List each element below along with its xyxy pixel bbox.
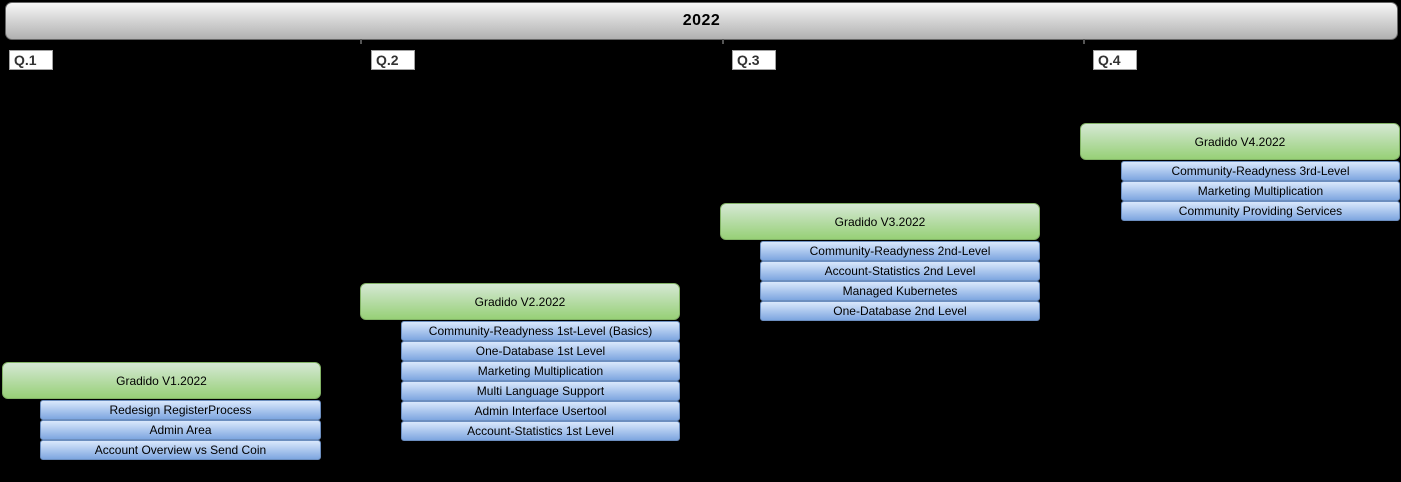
feature-label: Community Providing Services bbox=[1178, 204, 1343, 218]
feature-box: Marketing Multiplication bbox=[1121, 181, 1400, 201]
quarter-boundary-tick bbox=[1083, 39, 1085, 44]
quarter-label-q2: Q.2 bbox=[371, 50, 415, 70]
feature-box: Managed Kubernetes bbox=[760, 281, 1040, 301]
feature-box: Redesign RegisterProcess bbox=[40, 400, 321, 420]
release-title: Gradido V4.2022 bbox=[1194, 134, 1286, 149]
feature-label: One-Database 2nd Level bbox=[833, 304, 967, 318]
release-box-q2: Gradido V2.2022 bbox=[360, 283, 680, 320]
quarter-label-q4: Q.4 bbox=[1093, 50, 1137, 70]
release-box-q3: Gradido V3.2022 bbox=[720, 203, 1040, 240]
feature-box: Admin Interface Usertool bbox=[401, 401, 680, 421]
feature-box: Community-Readyness 3rd-Level bbox=[1121, 161, 1400, 181]
feature-label: One-Database 1st Level bbox=[475, 344, 606, 358]
release-box-q1: Gradido V1.2022 bbox=[2, 362, 321, 399]
feature-label: Account Overview vs Send Coin bbox=[94, 443, 267, 457]
release-box-q4: Gradido V4.2022 bbox=[1080, 123, 1400, 160]
feature-box: One-Database 1st Level bbox=[401, 341, 680, 361]
feature-label: Marketing Multiplication bbox=[477, 364, 604, 378]
feature-box: Marketing Multiplication bbox=[401, 361, 680, 381]
feature-label: Multi Language Support bbox=[476, 384, 605, 398]
release-title: Gradido V2.2022 bbox=[474, 294, 566, 309]
feature-box: One-Database 2nd Level bbox=[760, 301, 1040, 321]
feature-box: Account-Statistics 1st Level bbox=[401, 421, 680, 441]
quarter-label-q3: Q.3 bbox=[732, 50, 776, 70]
feature-label: Admin Interface Usertool bbox=[474, 404, 607, 418]
release-title: Gradido V3.2022 bbox=[834, 214, 926, 229]
feature-box: Admin Area bbox=[40, 420, 321, 440]
feature-label: Managed Kubernetes bbox=[842, 284, 958, 298]
feature-label: Community-Readyness 2nd-Level bbox=[809, 244, 991, 258]
release-title: Gradido V1.2022 bbox=[116, 373, 207, 388]
quarter-boundary-tick bbox=[722, 39, 724, 44]
feature-box: Account-Statistics 2nd Level bbox=[760, 261, 1040, 281]
feature-label: Community-Readyness 3rd-Level bbox=[1171, 164, 1350, 178]
feature-label: Community-Readyness 1st-Level (Basics) bbox=[428, 324, 653, 338]
feature-label: Account-Statistics 2nd Level bbox=[824, 264, 976, 278]
year-header-bar: 2022 bbox=[5, 2, 1398, 40]
feature-box: Community Providing Services bbox=[1121, 201, 1400, 221]
quarter-label-q1: Q.1 bbox=[9, 50, 53, 70]
feature-label: Admin Area bbox=[149, 423, 212, 437]
feature-label: Redesign RegisterProcess bbox=[109, 403, 252, 417]
feature-label: Account-Statistics 1st Level bbox=[467, 424, 614, 438]
feature-box: Community-Readyness 2nd-Level bbox=[760, 241, 1040, 261]
feature-box: Multi Language Support bbox=[401, 381, 680, 401]
feature-label: Marketing Multiplication bbox=[1197, 184, 1324, 198]
feature-box: Account Overview vs Send Coin bbox=[40, 440, 321, 460]
quarter-boundary-tick bbox=[360, 39, 362, 44]
feature-box: Community-Readyness 1st-Level (Basics) bbox=[401, 321, 680, 341]
year-title: 2022 bbox=[682, 12, 721, 29]
